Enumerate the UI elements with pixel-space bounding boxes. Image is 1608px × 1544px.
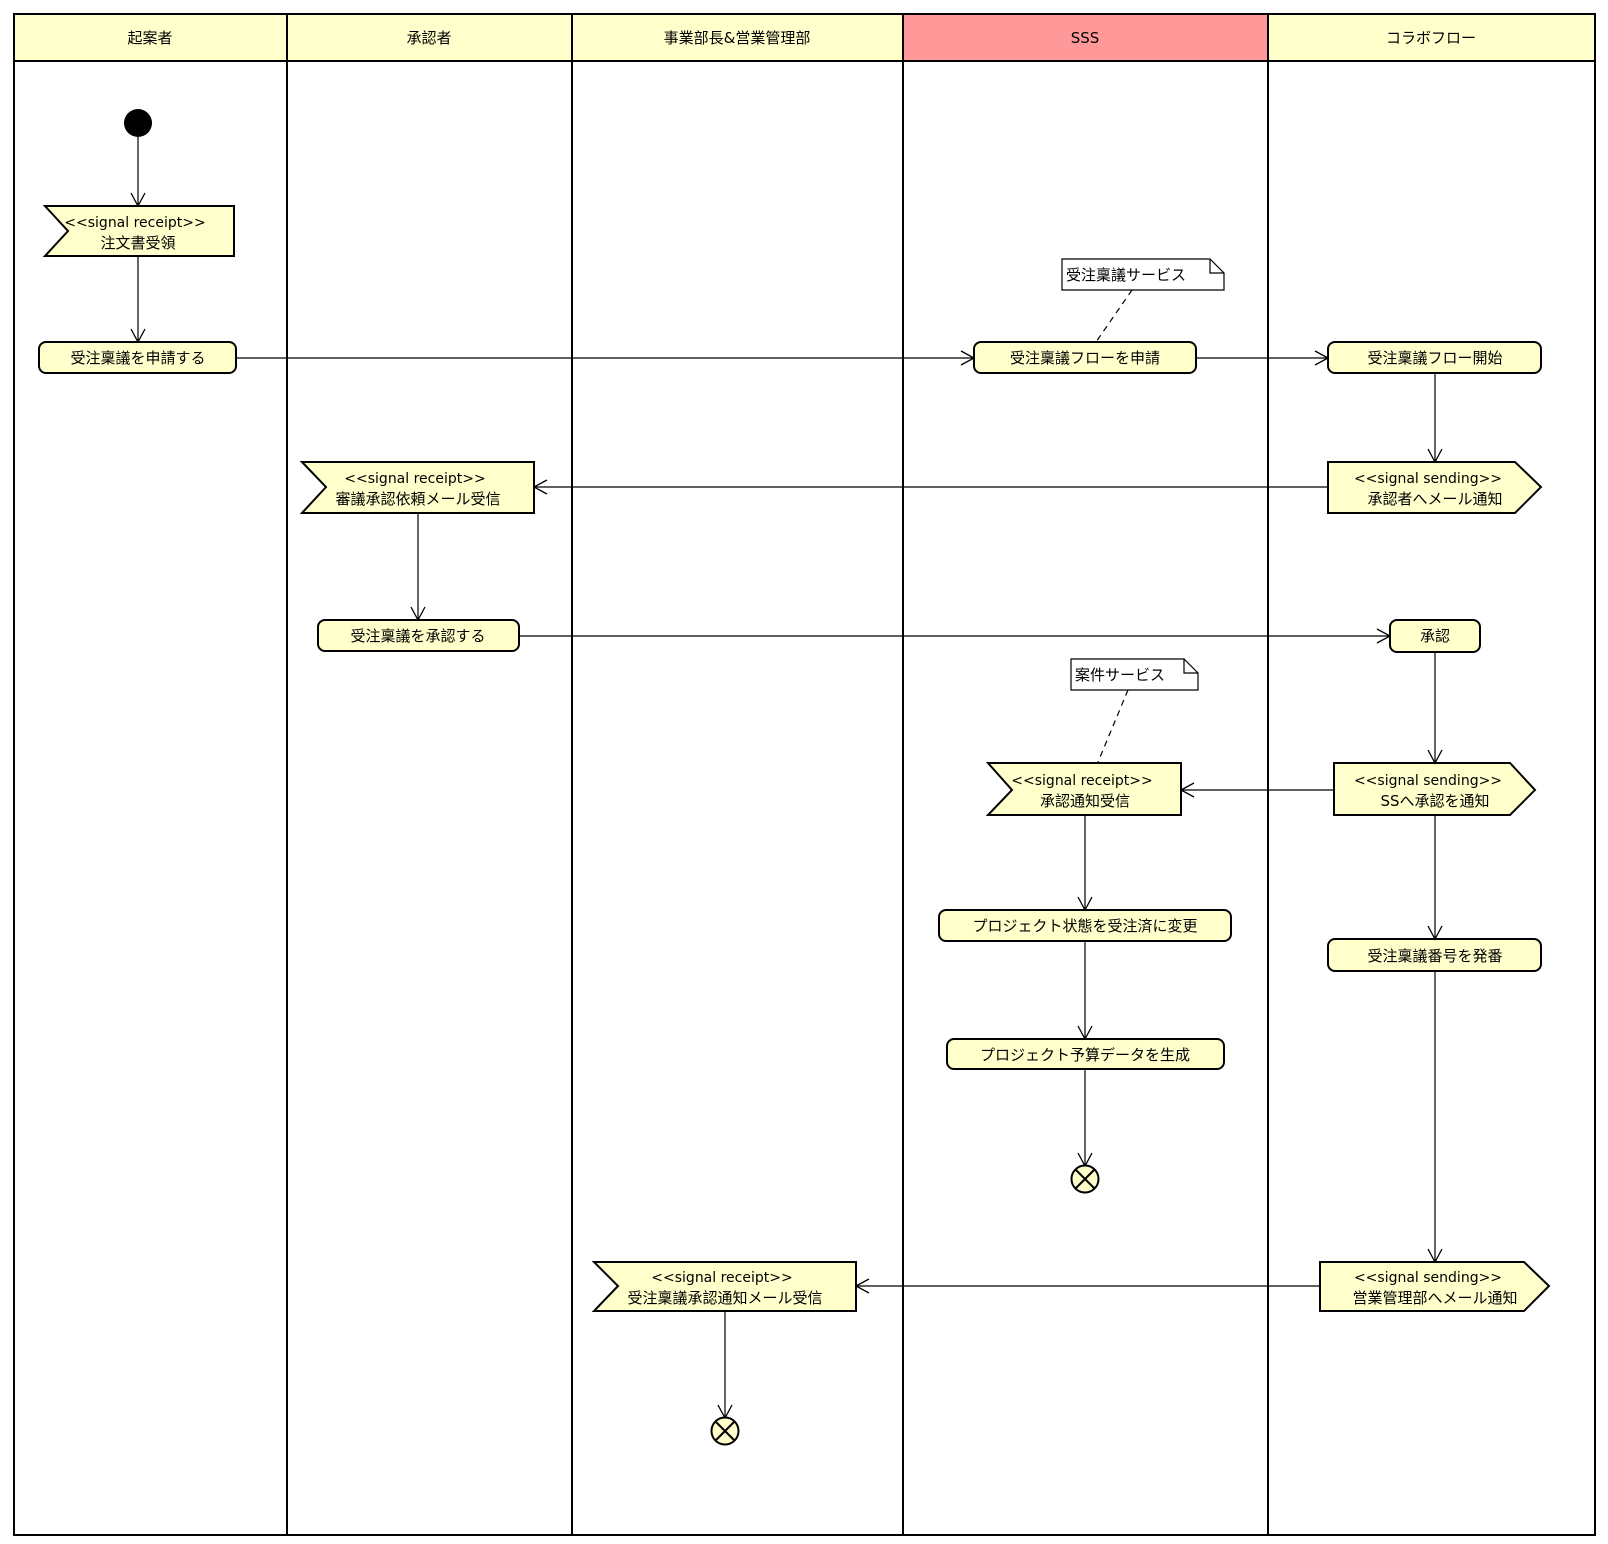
node-label: 受注稟議フロー開始 <box>1367 349 1502 367</box>
node-label: 注文書受領 <box>100 234 175 252</box>
lane-label-sss: SSS <box>1071 29 1100 47</box>
edges <box>130 137 1443 1420</box>
note-order-service-text: 受注稟議サービス <box>1066 266 1186 284</box>
lane-header-originator <box>13 13 288 62</box>
lane-manager <box>571 60 904 1536</box>
stereotype-label: <<signal receipt>> <box>64 215 205 231</box>
signal-receipt-order-approval-mail: <<signal receipt>> 受注稟議承認通知メール受信 <box>591 1261 857 1312</box>
action-approve-order: 受注稟議を承認する <box>317 619 520 652</box>
lane-header-approver <box>286 13 573 62</box>
node-label: 承認通知受信 <box>1040 792 1130 810</box>
node-label: 承認 <box>1420 627 1450 645</box>
node-label: 受注稟議を承認する <box>350 627 485 645</box>
lane-originator <box>13 60 288 1536</box>
stereotype-label: <<signal sending>> <box>1354 1270 1502 1286</box>
node-label: 営業管理部へメール通知 <box>1352 1289 1517 1307</box>
lane-label-manager: 事業部長&営業管理部 <box>664 29 811 47</box>
action-generate-budget-data: プロジェクト予算データを生成 <box>946 1038 1225 1070</box>
stereotype-label: <<signal receipt>> <box>344 471 485 487</box>
node-label: 承認者へメール通知 <box>1367 490 1502 508</box>
node-label: 受注稟議番号を発番 <box>1367 947 1502 965</box>
node-label: プロジェクト状態を受注済に変更 <box>972 917 1197 935</box>
stereotype-label: <<signal receipt>> <box>651 1270 792 1286</box>
note-order-service: 受注稟議サービス <box>1061 258 1225 291</box>
signal-receipt-approval-notice: <<signal receipt>> 承認通知受信 <box>985 762 1182 816</box>
signal-sending-approver-mail: <<signal sending>> 承認者へメール通知 <box>1327 461 1543 514</box>
initial-node <box>124 109 152 137</box>
node-label: SSへ承認を通知 <box>1380 792 1489 810</box>
stereotype-label: <<signal sending>> <box>1354 773 1502 789</box>
action-collab-start-flow: 受注稟議フロー開始 <box>1327 341 1542 374</box>
lane-approver <box>286 60 573 1536</box>
node-label: 受注稟議承認通知メール受信 <box>627 1289 822 1307</box>
note-case-service-text: 案件サービス <box>1075 666 1165 684</box>
action-change-project-state: プロジェクト状態を受注済に変更 <box>938 909 1232 942</box>
lane-label-approver: 承認者 <box>406 29 451 47</box>
note-case-service: 案件サービス <box>1070 658 1199 691</box>
action-collab-approve: 承認 <box>1389 619 1481 653</box>
action-apply-order: 受注稟議を申請する <box>38 341 237 374</box>
signal-sending-manager-mail: <<signal sending>> 営業管理部へメール通知 <box>1319 1261 1551 1312</box>
node-label: 受注稟議を申請する <box>70 349 205 367</box>
node-label: 受注稟議フローを申請 <box>1010 349 1160 367</box>
final-node-manager <box>710 1416 740 1446</box>
node-label: 審議承認依頼メール受信 <box>335 490 500 508</box>
lane-label-originator: 起案者 <box>127 29 172 47</box>
signal-receipt-approval-request-mail: <<signal receipt>> 審議承認依頼メール受信 <box>299 461 535 514</box>
signal-receipt-order-document: <<signal receipt>> 注文書受領 <box>42 205 235 257</box>
lane-label-collabflow: コラボフロー <box>1386 29 1476 47</box>
node-label: プロジェクト予算データを生成 <box>980 1046 1190 1064</box>
stereotype-label: <<signal sending>> <box>1354 471 1502 487</box>
swimlane-headers: 起案者 承認者 事業部長&営業管理部 SSS コラボフロー <box>13 13 1596 62</box>
action-issue-order-number: 受注稟議番号を発番 <box>1327 938 1542 972</box>
action-sss-apply-flow: 受注稟議フローを申請 <box>973 341 1197 374</box>
note-connectors <box>1095 289 1133 763</box>
stereotype-label: <<signal receipt>> <box>1011 773 1152 789</box>
final-node-sss <box>1070 1164 1100 1194</box>
signal-sending-notify-ss: <<signal sending>> SSへ承認を通知 <box>1333 762 1537 816</box>
note-link-case-service <box>1097 689 1129 763</box>
